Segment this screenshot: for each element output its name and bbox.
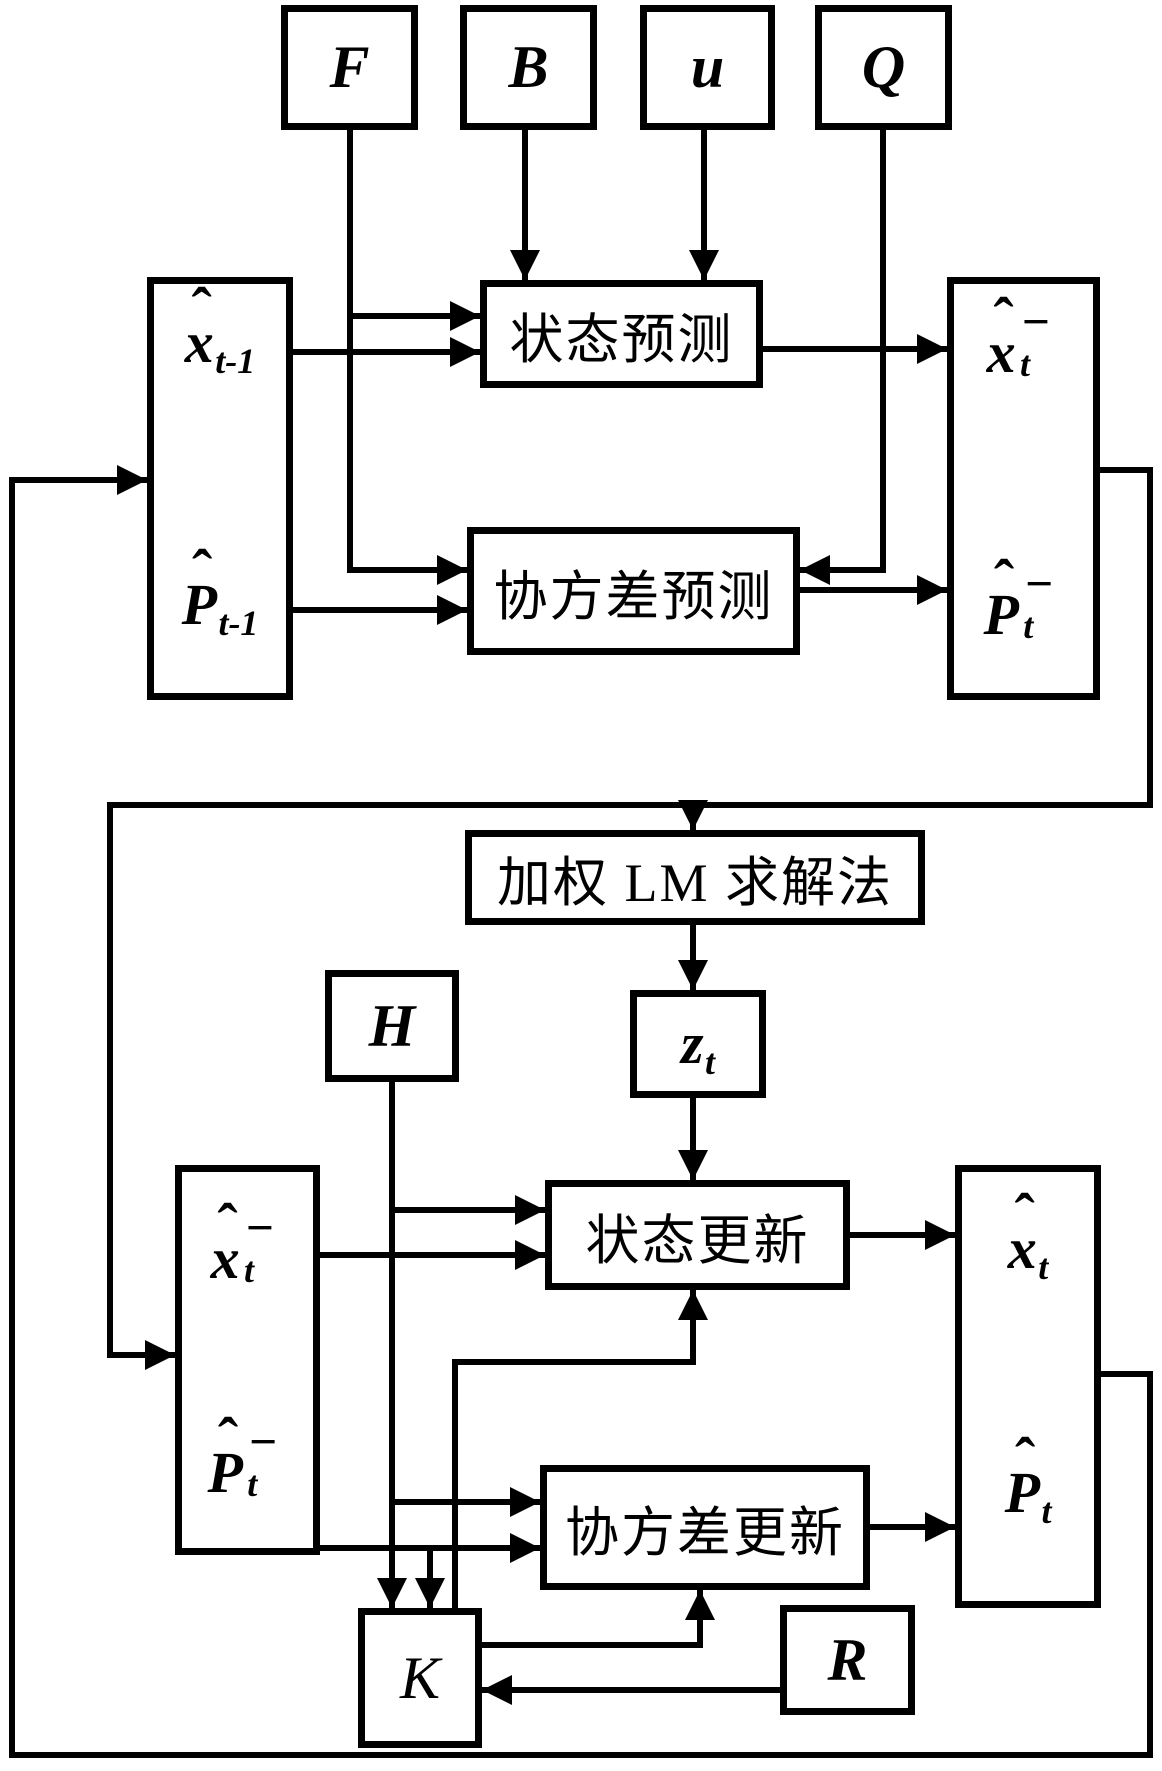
box-state-update: 状态更新 <box>545 1180 850 1290</box>
label-u: u <box>690 34 725 100</box>
label-k: K <box>399 1644 441 1711</box>
edge-prior-feedback-to-lower-box <box>107 467 1153 1370</box>
box-zt-measurement: zt <box>630 990 766 1098</box>
label-b: B <box>508 34 549 100</box>
label-state-update: 状态更新 <box>585 1210 810 1271</box>
box-covariance-prediction: 协方差预测 <box>467 527 800 655</box>
edge-f-to-covariance-prediction <box>347 130 467 585</box>
box-b-matrix: B <box>460 5 597 130</box>
label-state-prediction: 状态预测 <box>509 309 734 370</box>
label-h: H <box>368 992 416 1059</box>
box-f-matrix: F <box>281 5 418 130</box>
label-covariance-update: 协方差更新 <box>565 1503 845 1563</box>
box-weighted-lm-solver: 加权 LM 求解法 <box>465 830 925 925</box>
label-covariance-prediction: 协方差预测 <box>493 566 774 627</box>
box-state-prediction: 状态预测 <box>480 280 763 388</box>
label-r: R <box>827 1626 868 1693</box>
label-z-t: zt <box>680 1011 715 1082</box>
box-r-matrix: R <box>780 1605 915 1715</box>
box-k-gain: K <box>358 1608 482 1748</box>
box-h-matrix: H <box>325 970 459 1082</box>
label-f: F <box>329 34 370 100</box>
label-weighted-lm-solver: 加权 LM 求解法 <box>497 853 893 913</box>
edge-q-to-covariance-prediction <box>800 130 886 585</box>
edge-k-to-covariance-update <box>482 1590 715 1648</box>
edge-posterior-feedback-to-prev-box <box>9 465 1153 1758</box>
box-covariance-update: 协方差更新 <box>540 1465 870 1590</box>
label-q: Q <box>861 34 906 100</box>
box-q-matrix: Q <box>815 5 952 130</box>
box-u-vector: u <box>640 5 775 130</box>
edge-k-to-state-update <box>452 1290 708 1608</box>
